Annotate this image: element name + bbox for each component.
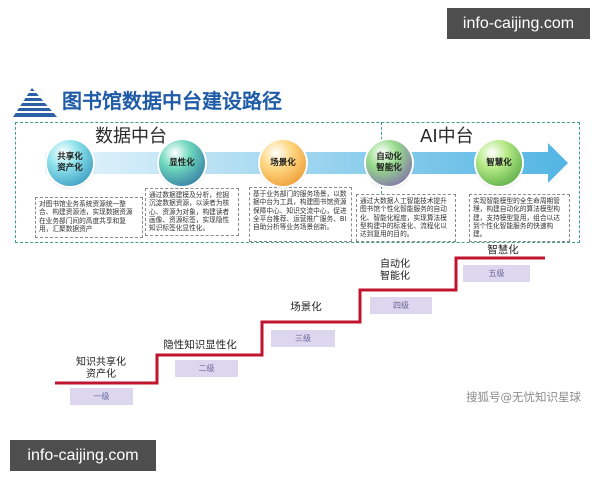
page-title: 图书馆数据中台建设路径 (62, 89, 282, 113)
source-credit: 搜狐号@无忧知识星球 (466, 390, 581, 404)
data-platform-label: 数据中台 (95, 126, 167, 147)
watermark-bottom: info-caijing.com (10, 440, 156, 471)
stage-circle-label: 自动化 (376, 152, 402, 162)
stage-description-sharing: 对图书馆业务系统资源统一整合、构建资源池，实现数据资源在业务部门间的高度共享和复… (35, 197, 143, 238)
stage-circle-label: 智慧化 (486, 157, 512, 168)
level-2-label: 隐性知识显性化 (158, 339, 242, 351)
stage-circle-label: 资产化 (57, 163, 83, 173)
level-4-label-line: 智能化 (380, 271, 410, 282)
stage-circle-explicit: 显性化 (159, 140, 205, 186)
level-3-label: 场景化 (281, 301, 331, 313)
level-3-badge: 三级 (271, 330, 335, 347)
level-2-label-line: 隐性知识显性化 (163, 339, 237, 351)
stage-description-wisdom: 实现智能模型的全生命周期管理，构建自动化的算法模型构建，支持模型复用，组合以达到… (469, 194, 570, 242)
platform-frame (15, 122, 580, 243)
stage-description-intelligent: 通过大数据人工智能技术提升图书馆个性化智能服务的自动化、智能化程度，实现算法模型… (356, 194, 456, 242)
stage-circle-label: 共享化 (57, 152, 83, 162)
watermark-top: info-caijing.com (447, 8, 590, 39)
stage-circle-sharing: 共享化 资产化 (47, 140, 93, 186)
level-1-label-line: 资产化 (86, 369, 116, 380)
stage-circle-label: 智能化 (376, 163, 402, 173)
stage-circle-scenario: 场景化 (260, 140, 306, 186)
level-5-badge: 五级 (463, 265, 530, 282)
stage-circle-wisdom: 智慧化 (476, 140, 522, 186)
level-5-label: 智慧化 (478, 244, 528, 256)
stage-circle-label: 显性化 (169, 157, 195, 168)
library-pyramid-logo-icon (13, 88, 57, 117)
level-5-label-line: 智慧化 (487, 244, 519, 256)
stage-circle-label: 场景化 (270, 157, 296, 168)
level-1-label: 知识共享化 资产化 (66, 357, 136, 381)
stage-description-explicit: 通过数据建模及分析，挖掘沉淀数据资源，以读者为核心、资源为对象，构建读者画像、资… (145, 188, 239, 236)
progress-arrow-head (548, 143, 568, 183)
level-4-label: 自动化 智能化 (370, 259, 420, 283)
level-4-badge: 四级 (370, 297, 432, 314)
maturity-staircase-line (55, 256, 545, 385)
stage-description-scenario: 基于业务部门的服务场景，以数据中台为工具，构建图书馆资源保障中心、知识交流中心，… (249, 187, 352, 242)
level-4-label-line: 自动化 (380, 259, 410, 270)
level-3-label-line: 场景化 (290, 301, 322, 313)
level-1-label-line: 知识共享化 (76, 357, 126, 368)
level-1-badge: 一级 (70, 388, 133, 405)
stage-circle-intelligent: 自动化 智能化 (366, 140, 412, 186)
level-2-badge: 二级 (175, 360, 238, 377)
ai-platform-label: AI中台 (420, 126, 474, 147)
